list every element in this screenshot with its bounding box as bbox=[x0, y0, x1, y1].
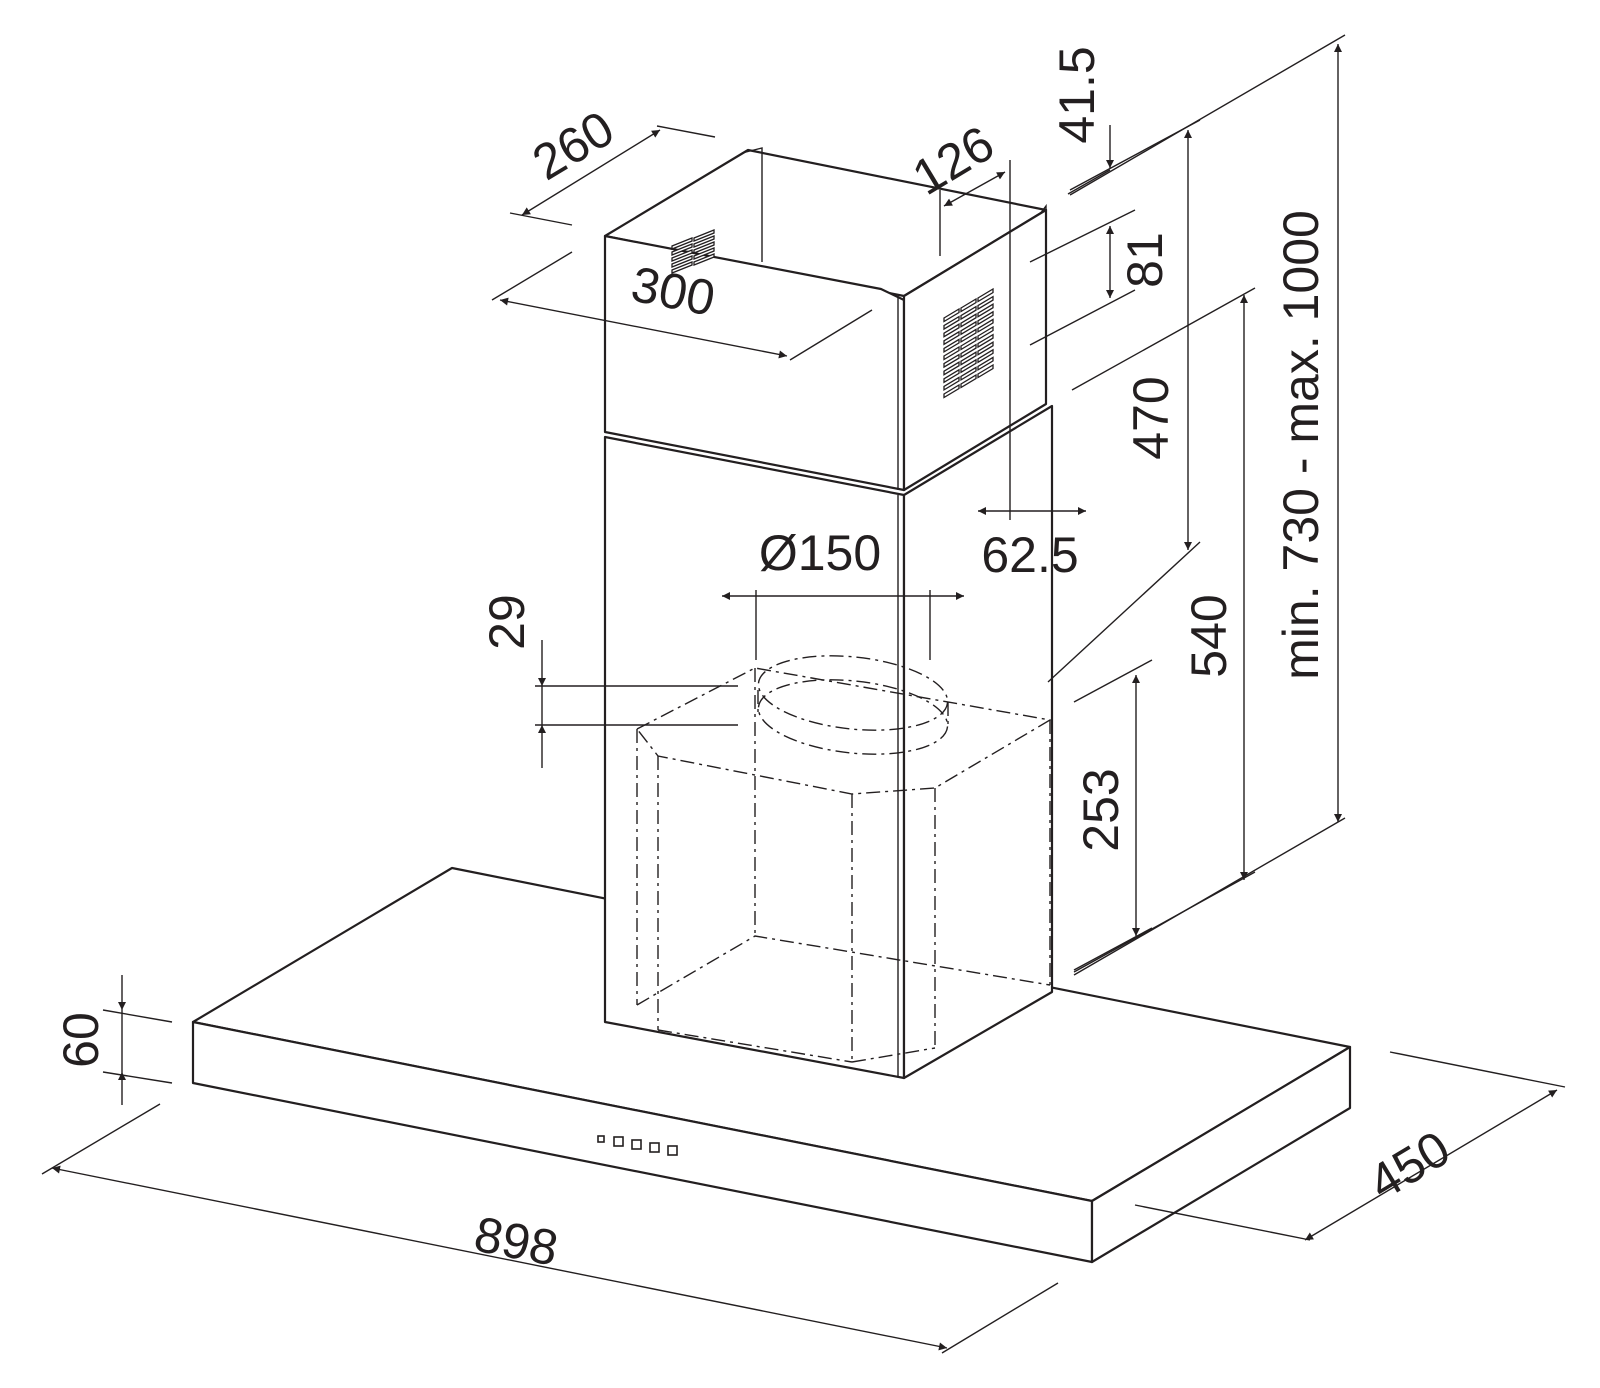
vent-slot bbox=[977, 363, 994, 379]
mount-bracket-left bbox=[741, 147, 763, 262]
dim-outlet-collar: 29 bbox=[479, 594, 738, 768]
vent-slot bbox=[671, 261, 693, 274]
vent-slot bbox=[671, 243, 693, 256]
lower-chimney-side bbox=[902, 404, 1054, 1080]
vent-slot bbox=[977, 287, 994, 303]
dim-chimney-depth-label: 260 bbox=[523, 100, 623, 191]
dim-canopy-height-label: 60 bbox=[53, 1012, 109, 1068]
vent-slot bbox=[693, 235, 715, 248]
vent-slot bbox=[960, 313, 977, 328]
dim-upper-chimney: 470 bbox=[1047, 119, 1201, 683]
dim-bracket-height-label: 81 bbox=[1117, 232, 1173, 288]
dim-bracket-top-label: 41.5 bbox=[1049, 46, 1105, 143]
dim-depth-label: 450 bbox=[1359, 1120, 1459, 1211]
dim-width-label: 898 bbox=[470, 1206, 563, 1277]
button-dot[interactable] bbox=[597, 1135, 605, 1143]
vent-slot bbox=[943, 323, 960, 338]
vent-slot bbox=[977, 333, 994, 349]
vent-slot bbox=[943, 345, 960, 361]
vent-slot bbox=[671, 255, 693, 268]
button-4[interactable] bbox=[667, 1145, 678, 1156]
dim-motor-height-label: 253 bbox=[1073, 768, 1129, 851]
vent-slot bbox=[943, 307, 960, 323]
vent-slot bbox=[977, 295, 994, 311]
vent-slot bbox=[693, 247, 715, 260]
vent-slot bbox=[977, 318, 994, 334]
outlet-ring-bottom bbox=[757, 679, 949, 755]
vent-slot bbox=[960, 328, 977, 344]
vent-slot bbox=[960, 343, 977, 359]
motor-hidden-lines bbox=[636, 655, 1052, 1063]
vent-slot bbox=[977, 341, 994, 356]
vent-slot bbox=[943, 361, 960, 376]
vent-slot bbox=[960, 373, 977, 389]
vent-slot bbox=[977, 348, 994, 364]
vent-slot bbox=[960, 320, 977, 336]
vent-slot bbox=[960, 297, 977, 313]
dim-bracket-vertical: 41.5 81 bbox=[1029, 46, 1173, 346]
vent-slot bbox=[671, 237, 693, 250]
vent-slot bbox=[977, 310, 994, 326]
dim-outlet-diameter: Ø150 bbox=[722, 525, 964, 660]
vent-slot bbox=[693, 229, 715, 242]
vent-slot bbox=[960, 358, 977, 374]
dim-upper-chimney-label: 470 bbox=[1123, 376, 1179, 459]
vent-slot bbox=[693, 253, 715, 266]
vent-slot bbox=[693, 241, 715, 254]
dim-outlet-offset-label: 62.5 bbox=[981, 527, 1078, 583]
dim-outlet-collar-label: 29 bbox=[479, 594, 535, 650]
dim-total-height-label: min. 730 - max. 1000 bbox=[1273, 210, 1329, 680]
vent-slot bbox=[943, 330, 960, 346]
dim-canopy-height: 60 bbox=[53, 975, 173, 1105]
vent-slot bbox=[943, 383, 960, 399]
control-buttons bbox=[597, 1135, 678, 1156]
vent-slot bbox=[977, 325, 994, 341]
vent-slot bbox=[943, 353, 960, 369]
vent-slot bbox=[960, 335, 977, 351]
dim-total-height: min. 730 - max. 1000 bbox=[1069, 34, 1346, 976]
vent-slot bbox=[977, 303, 994, 318]
dim-outlet-diameter-label: Ø150 bbox=[759, 525, 881, 581]
button-2[interactable] bbox=[631, 1139, 642, 1150]
button-1[interactable] bbox=[613, 1136, 624, 1147]
mount-bracket-right bbox=[1039, 203, 1047, 215]
button-3[interactable] bbox=[649, 1142, 660, 1153]
vent-grille-back bbox=[671, 229, 715, 274]
vent-slot bbox=[943, 376, 960, 392]
vent-slot bbox=[960, 305, 977, 321]
vent-slot bbox=[960, 351, 977, 366]
vent-slot bbox=[977, 356, 994, 372]
dim-lower-chimney-label: 540 bbox=[1181, 594, 1237, 677]
lower-chimney bbox=[603, 404, 1054, 1080]
vent-slot bbox=[943, 368, 960, 384]
vent-slot bbox=[671, 249, 693, 262]
vent-grille-side bbox=[943, 287, 994, 399]
dim-motor-height: 253 bbox=[1073, 659, 1153, 971]
vent-slot bbox=[943, 338, 960, 354]
vent-slot bbox=[960, 366, 977, 382]
dim-outlet-offset: 62.5 bbox=[978, 380, 1086, 583]
vent-slot bbox=[943, 315, 960, 331]
